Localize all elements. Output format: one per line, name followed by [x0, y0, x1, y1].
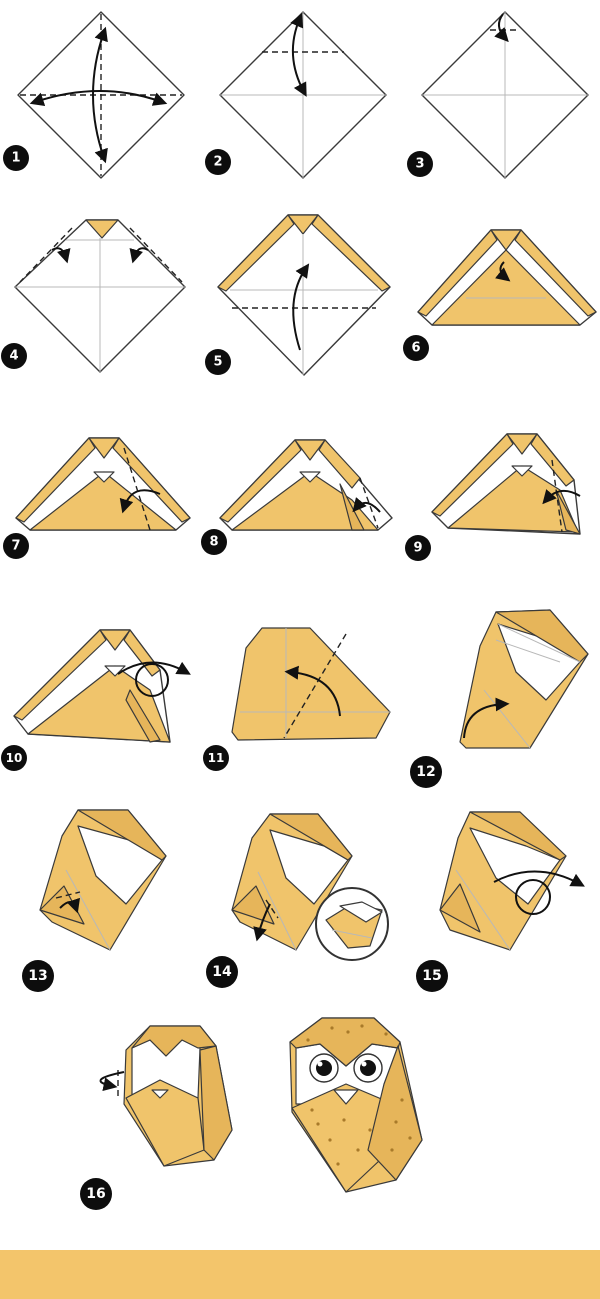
magnifier-icon [315, 887, 389, 961]
fold-arrow-icon [99, 1071, 125, 1092]
step-badge-16: 16 [80, 1178, 112, 1210]
step-4-diagram [14, 219, 186, 373]
step-7-diagram [15, 437, 191, 531]
step-1-diagram [17, 11, 185, 179]
step-badge-15: 15 [416, 960, 448, 992]
svg-text:13: 13 [28, 968, 47, 984]
fold-arrow-icon [92, 26, 108, 164]
footer-band [0, 1250, 600, 1299]
svg-text:3: 3 [415, 157, 424, 172]
step-16-diagram [99, 1025, 233, 1167]
step-badge-9: 9 [405, 535, 431, 561]
svg-text:4: 4 [9, 349, 18, 364]
turn-over-icon [135, 663, 169, 697]
svg-text:16: 16 [86, 1186, 105, 1202]
step-badge-3: 3 [407, 151, 433, 177]
finished-owl [289, 1017, 423, 1193]
step-11-diagram [231, 627, 391, 741]
svg-text:15: 15 [422, 968, 441, 984]
svg-text:10: 10 [6, 751, 23, 765]
step-badge-11: 11 [203, 745, 229, 771]
fold-arrow-icon [542, 489, 581, 505]
step-14-diagram [231, 813, 389, 961]
step-13-diagram [39, 809, 167, 951]
step-10-diagram [13, 629, 191, 743]
step-badge-10: 10 [1, 745, 27, 771]
turn-over-icon [515, 879, 551, 915]
fold-arrow-icon [463, 697, 510, 739]
step-badge-14: 14 [206, 956, 238, 988]
svg-text:1: 1 [11, 151, 20, 166]
step-15-diagram [439, 811, 585, 951]
svg-text:7: 7 [11, 539, 20, 554]
fold-arrow-icon [253, 903, 271, 942]
step-badge-4: 4 [1, 343, 27, 369]
step-badge-6: 6 [403, 335, 429, 361]
fold-arrow-icon [494, 13, 509, 43]
svg-text:8: 8 [209, 535, 218, 550]
fold-arrow-icon [284, 665, 341, 717]
fold-arrow-icon [495, 261, 511, 282]
step-2-diagram [219, 11, 387, 179]
step-badge-13: 13 [22, 960, 54, 992]
fold-arrow-icon [51, 247, 71, 264]
fold-arrow-icon [352, 497, 381, 513]
step-6-diagram [417, 229, 597, 326]
svg-text:9: 9 [413, 541, 422, 556]
owl-feather-dots [306, 1024, 412, 1166]
svg-text:14: 14 [212, 964, 232, 980]
svg-text:6: 6 [411, 341, 420, 356]
step-badge-5: 5 [205, 349, 231, 375]
step-badge-7: 7 [3, 533, 29, 559]
fold-arrow-icon [119, 489, 161, 514]
step-12-diagram [459, 609, 589, 749]
step-9-diagram [431, 433, 581, 535]
step-badge-1: 1 [3, 145, 29, 171]
fold-arrow-icon [292, 263, 310, 351]
svg-text:11: 11 [208, 751, 225, 765]
fold-arrow-icon [290, 12, 307, 97]
step-5-diagram [217, 214, 391, 376]
svg-text:12: 12 [416, 764, 435, 780]
fold-arrow-icon [129, 247, 149, 264]
diagram-svg: 1 2 3 4 5 6 7 8 9 10 11 12 13 14 15 16 [1, 11, 597, 1210]
step-3-diagram [421, 11, 589, 179]
step-badge-12: 12 [410, 756, 442, 788]
step-8-diagram [219, 439, 393, 531]
fold-arrow-icon [59, 897, 80, 914]
svg-text:5: 5 [213, 355, 222, 370]
svg-text:2: 2 [213, 155, 222, 170]
step-badge-8: 8 [201, 529, 227, 555]
step-badge-2: 2 [205, 149, 231, 175]
